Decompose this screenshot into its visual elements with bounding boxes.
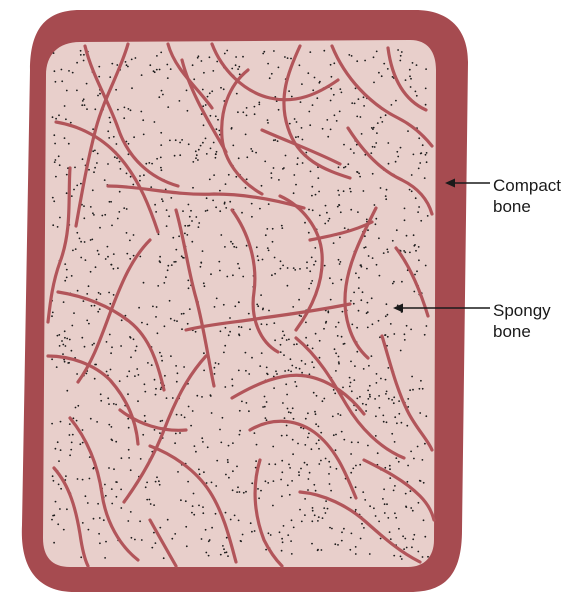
compact-bone-label-line1: Compact	[493, 175, 561, 196]
spongy-bone-label-line1: Spongy	[493, 300, 551, 321]
compact-bone-label: Compact bone	[493, 175, 561, 217]
spongy-bone-label: Spongy bone	[493, 300, 551, 342]
spongy-bone-label-line2: bone	[493, 321, 551, 342]
compact-bone-label-line2: bone	[493, 196, 561, 217]
